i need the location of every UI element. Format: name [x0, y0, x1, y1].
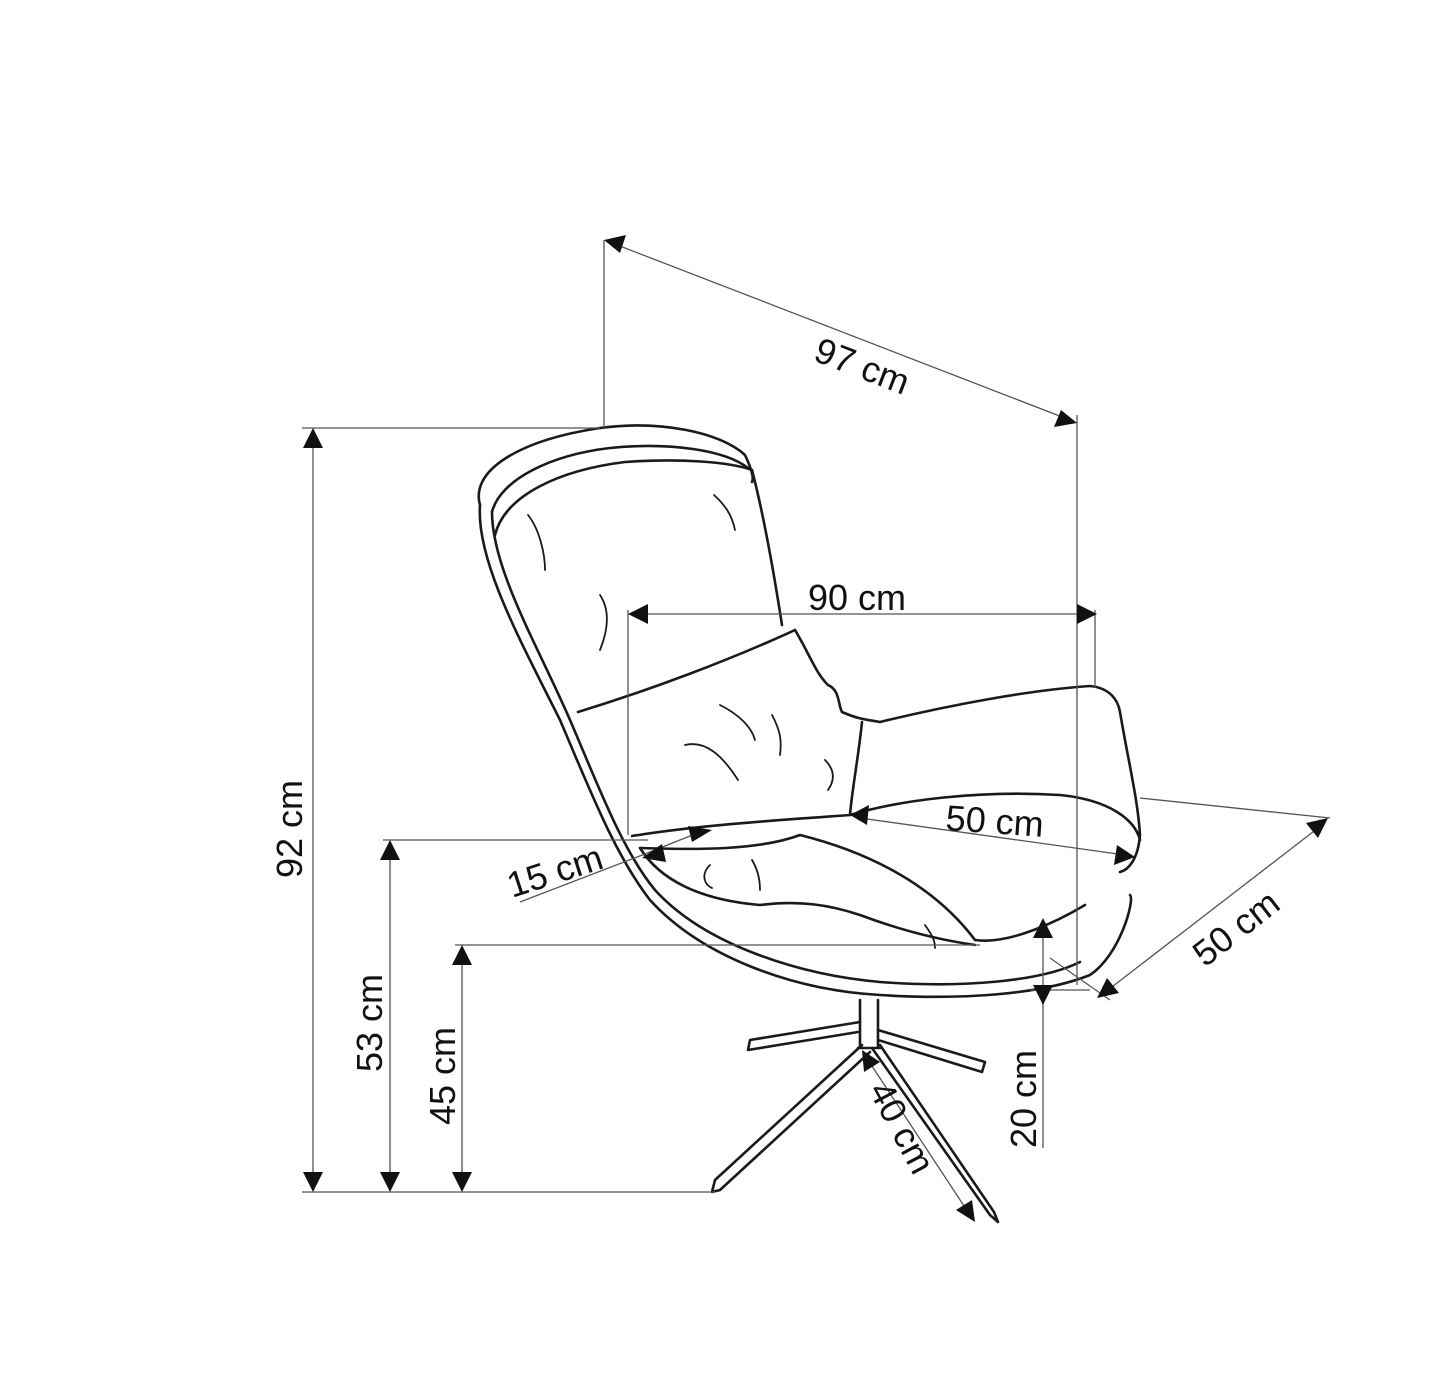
dim-20-arrow-bottom	[1033, 985, 1053, 1005]
wrinkle-7	[824, 759, 834, 791]
label-leg-40: 40 cm	[861, 1075, 943, 1181]
base-leg-front-left	[710, 1043, 872, 1194]
shell-inner-rim	[490, 444, 750, 514]
dim-40-arrow-top	[862, 1050, 880, 1072]
dim-92-arrow-bottom	[303, 1172, 323, 1192]
label-width-90: 90 cm	[808, 577, 906, 618]
seat-front-edge	[638, 846, 977, 947]
label-height-92: 92 cm	[269, 780, 310, 878]
dim-45-arrow-top	[452, 945, 472, 965]
shell-outer-side	[478, 503, 1133, 999]
seat-cushion-back	[630, 792, 1142, 842]
armrest	[878, 684, 1142, 874]
dim-53-arrow-top	[380, 840, 400, 860]
chair-illustration	[477, 424, 1142, 1224]
seat-cushion-front	[638, 833, 1087, 942]
wrinkle-8	[703, 864, 713, 889]
dim-97-line	[611, 242, 1071, 421]
dim-20-arrow-top	[1033, 918, 1053, 938]
backrest-upper-cushion	[493, 459, 784, 627]
label-seat-depth-50: 50 cm	[1185, 882, 1288, 975]
shell-outer	[477, 424, 755, 507]
label-base-20: 20 cm	[1003, 1050, 1044, 1148]
dim-45-arrow-bottom	[452, 1172, 472, 1192]
dim-seat-depth-extension	[1139, 797, 1331, 819]
dim-90-arrow-left	[628, 604, 648, 624]
dim-seat-depth-arrow-bottom	[1097, 978, 1119, 998]
dim-40-arrow-bottom	[956, 1200, 975, 1222]
dim-seat-depth-line	[1107, 827, 1319, 991]
armrest-inner	[848, 720, 864, 817]
dim-53-arrow-bottom	[380, 1172, 400, 1192]
dim-40-line	[867, 1059, 969, 1213]
label-seat-width-50: 50 cm	[944, 797, 1045, 845]
dim-90-arrow-right	[1077, 604, 1097, 624]
dim-97-arrow-start	[604, 235, 626, 253]
dim-15-leader	[519, 851, 651, 903]
dim-seat-depth-arrow-top	[1306, 818, 1328, 838]
wrinkle-2	[713, 494, 736, 531]
backrest-lower-cushion	[793, 628, 882, 724]
dim-seat-width-arrow-left	[850, 805, 869, 825]
swivel-column	[856, 998, 882, 1050]
wrinkle-1	[527, 514, 546, 571]
label-height-45: 45 cm	[422, 1027, 463, 1125]
wrinkle-5	[684, 743, 739, 781]
dim-seat-width-arrow-right	[1114, 845, 1135, 865]
base-leg-back-right	[876, 1028, 987, 1074]
wrinkle-6	[771, 714, 782, 756]
dimension-labels: 97 cm 90 cm 92 cm 50 cm 15 cm 50 cm 53 c…	[269, 329, 1287, 1180]
label-height-53: 53 cm	[349, 974, 390, 1072]
base-leg-front-right	[870, 1043, 1000, 1224]
dim-15-arrow-b	[688, 826, 712, 842]
backrest-seam	[576, 628, 797, 714]
dim-92-arrow-top	[303, 428, 323, 448]
wrinkle-4	[719, 704, 756, 741]
base-leg-back-left	[746, 1020, 862, 1052]
dim-seat-width-line	[859, 817, 1126, 856]
dimension-lines	[302, 235, 1331, 1222]
dim-97-arrow-end	[1054, 410, 1077, 427]
wrinkle-10	[924, 924, 936, 949]
label-armrest-15: 15 cm	[502, 836, 608, 905]
dim-15-arrow-a	[642, 844, 666, 862]
shell-inner-side	[490, 510, 1082, 986]
wrinkle-9	[751, 859, 761, 891]
wrinkle-3	[599, 594, 608, 651]
